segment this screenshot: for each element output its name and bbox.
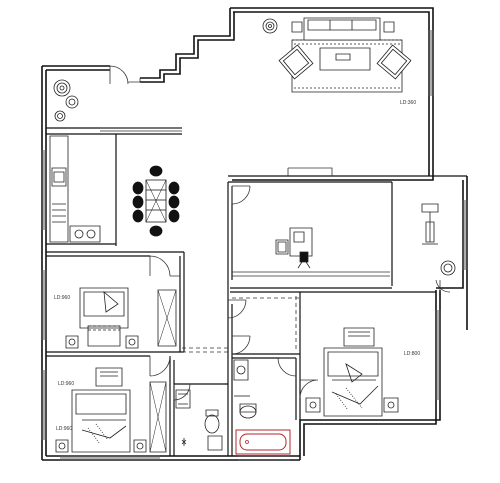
bathroom-2	[234, 360, 290, 454]
bedroom-bottom	[56, 368, 166, 452]
bedroom-master	[306, 328, 398, 416]
doors	[110, 66, 450, 400]
gym-equipment	[422, 204, 455, 275]
outer-walls	[42, 8, 467, 460]
entry-plants	[54, 80, 78, 121]
windows	[42, 30, 467, 460]
bedroom-mid	[66, 288, 176, 348]
living-room	[263, 18, 411, 92]
label-bedroom-bottom-a: LD:960	[58, 381, 74, 387]
study-desk	[276, 228, 312, 268]
dining-set	[133, 166, 179, 236]
interior-walls	[46, 128, 467, 456]
label-bedroom-bottom-b: LD:960	[56, 426, 72, 432]
label-bedroom-master: LD:800	[404, 351, 420, 357]
kitchen	[50, 136, 100, 242]
bathroom-1	[176, 390, 222, 450]
label-bedroom-mid: LD:960	[54, 295, 70, 301]
label-living: LD:360	[400, 100, 416, 106]
